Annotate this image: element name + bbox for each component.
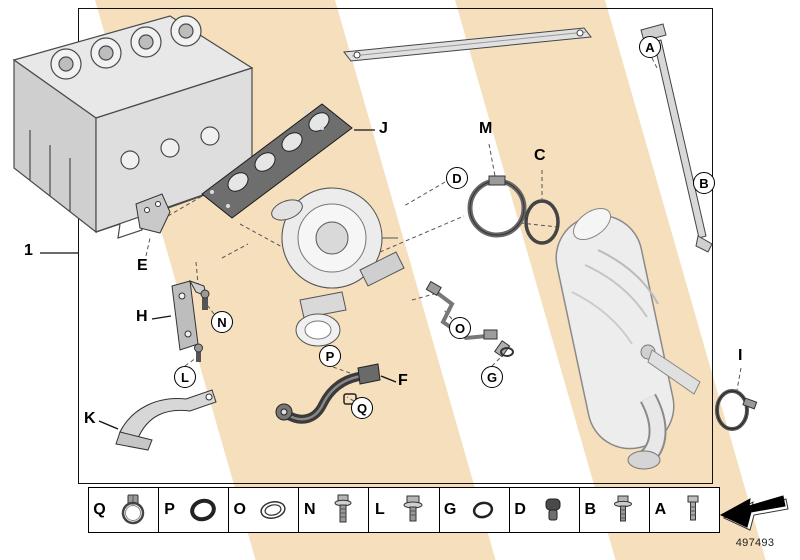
callout-O[interactable]: O [449,317,471,339]
stud-bolt-n [200,289,210,310]
callout-I[interactable]: I [738,347,743,364]
legend-cell-P[interactable]: P [159,488,230,532]
legend-cell-G[interactable]: G [439,488,510,532]
exhaust-manifold [201,103,353,219]
oil-return-hose [275,363,381,424]
main-frame-border [78,8,713,484]
callout-A[interactable]: A [639,36,661,58]
callout-leader-lines [40,129,397,430]
hex-bolt-icon [390,492,435,528]
bracket-h [171,280,207,351]
upper-support-stay [343,27,592,62]
legend-cell-L[interactable]: L [369,488,440,532]
callout-P[interactable]: P [319,345,341,367]
callout-G[interactable]: G [481,366,503,388]
small-o-ring-icon [461,492,506,528]
legend-cell-N[interactable]: N [299,488,370,532]
callout-H[interactable]: H [136,308,148,325]
callout-M[interactable]: M [479,120,493,137]
legend-cell-D[interactable]: D [509,488,580,532]
callout-E[interactable]: E [137,257,148,274]
o-ring-icon [180,492,225,528]
callout-L[interactable]: L [174,366,196,388]
figure-part-number: 497493 [735,537,775,549]
callout-J[interactable]: J [379,120,388,137]
assembly-ref-label[interactable]: 1 [24,242,33,259]
screw-icon [671,492,716,528]
oil-feed-line [425,280,514,358]
callout-F[interactable]: F [398,372,408,389]
legend-cell-A[interactable]: A [649,488,719,532]
turbocharger [271,187,405,347]
callout-B[interactable]: B [693,172,715,194]
gasket-ring-icon [250,492,295,528]
blind-plug-icon [531,492,576,528]
v-band-clamp [467,175,527,238]
gasket-ring [524,199,560,245]
flange-bolt-icon [320,492,365,528]
legend-cell-Q[interactable]: Q [89,488,160,532]
bracket-k [115,389,217,451]
legend-cell-B[interactable]: B [579,488,650,532]
callout-K[interactable]: K [84,410,96,427]
stud-bolt-l [194,343,203,362]
catalytic-converter [555,207,701,470]
callout-Q[interactable]: Q [351,397,373,419]
callout-D[interactable]: D [446,167,468,189]
exhaust-clamp [715,389,758,431]
hose-clamp-icon [110,492,155,528]
fastener-legend-strip: Q P O [88,487,720,533]
support-rod [640,23,713,253]
callout-C[interactable]: C [534,147,546,164]
legend-cell-O[interactable]: O [229,488,300,532]
direction-arrow-icon [716,490,794,532]
callout-N[interactable]: N [211,311,233,333]
bolt-with-washer-icon [601,492,646,528]
bracket-e [135,193,171,234]
